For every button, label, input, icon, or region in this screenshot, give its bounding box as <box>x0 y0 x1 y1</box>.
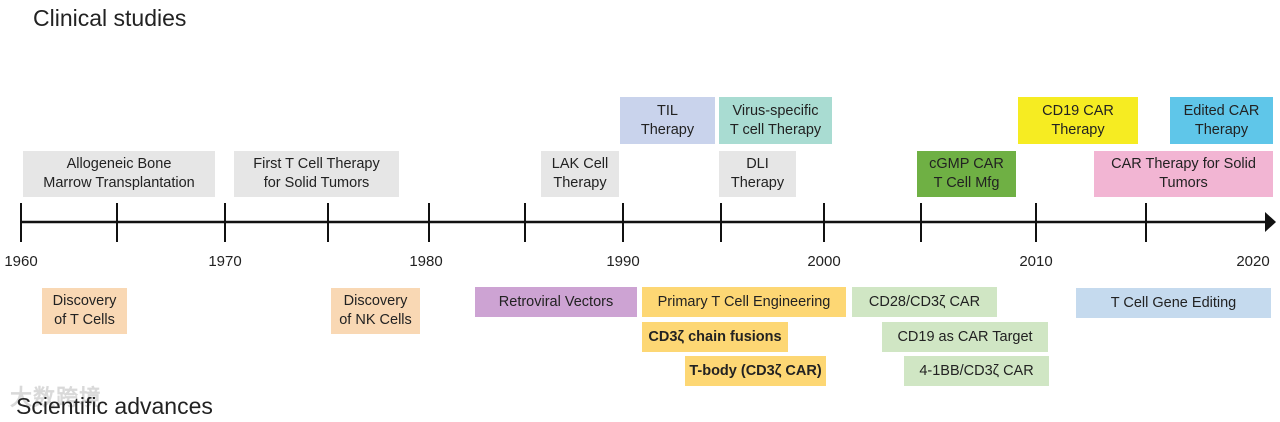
cd3-chain-fusions-box: CD3ζ chain fusions <box>642 322 788 352</box>
lak-cell-therapy-box: LAK Cell Therapy <box>541 151 619 197</box>
scientific-advances-heading: Scientific advances <box>16 393 213 419</box>
allogeneic-bmt-box: Allogeneic Bone Marrow Transplantation <box>23 151 215 197</box>
discovery-t-cells-box: Discovery of T Cells <box>42 288 127 334</box>
t-body-cd3-car-box: T-body (CD3ζ CAR) <box>685 356 826 386</box>
year-label-2000: 2000 <box>807 253 841 270</box>
cd19-as-car-target-box: CD19 as CAR Target <box>882 322 1048 352</box>
primary-t-cell-engineering-box: Primary T Cell Engineering <box>642 287 846 317</box>
cd19-car-therapy-box: CD19 CAR Therapy <box>1018 97 1138 144</box>
year-label-2010: 2010 <box>1019 253 1053 270</box>
clinical-studies-heading: Clinical studies <box>33 5 187 31</box>
cd28-cd3-car-box: CD28/CD3ζ CAR <box>852 287 997 317</box>
watermark-logo: 大数跨境 <box>10 385 103 410</box>
virus-specific-t-cell-therapy-box: Virus-specific T cell Therapy <box>719 97 832 144</box>
year-label-1980: 1980 <box>409 253 443 270</box>
year-label-1990: 1990 <box>606 253 640 270</box>
year-label-1970: 1970 <box>208 253 242 270</box>
first-t-cell-therapy-box: First T Cell Therapy for Solid Tumors <box>234 151 399 197</box>
discovery-nk-cells-box: Discovery of NK Cells <box>331 288 420 334</box>
year-label-2020: 2020 <box>1236 253 1270 270</box>
year-label-1960: 1960 <box>4 253 38 270</box>
til-therapy-box: TIL Therapy <box>620 97 715 144</box>
dli-therapy-box: DLI Therapy <box>719 151 796 197</box>
t-cell-gene-editing-box: T Cell Gene Editing <box>1076 288 1271 318</box>
retroviral-vectors-box: Retroviral Vectors <box>475 287 637 317</box>
timeline-arrowhead <box>1265 212 1276 232</box>
4-1bb-cd3-car-box: 4-1BB/CD3ζ CAR <box>904 356 1049 386</box>
cgmp-car-t-cell-mfg-box: cGMP CAR T Cell Mfg <box>917 151 1016 197</box>
edited-car-therapy-box: Edited CAR Therapy <box>1170 97 1273 144</box>
car-therapy-solid-tumors-box: CAR Therapy for Solid Tumors <box>1094 151 1273 197</box>
